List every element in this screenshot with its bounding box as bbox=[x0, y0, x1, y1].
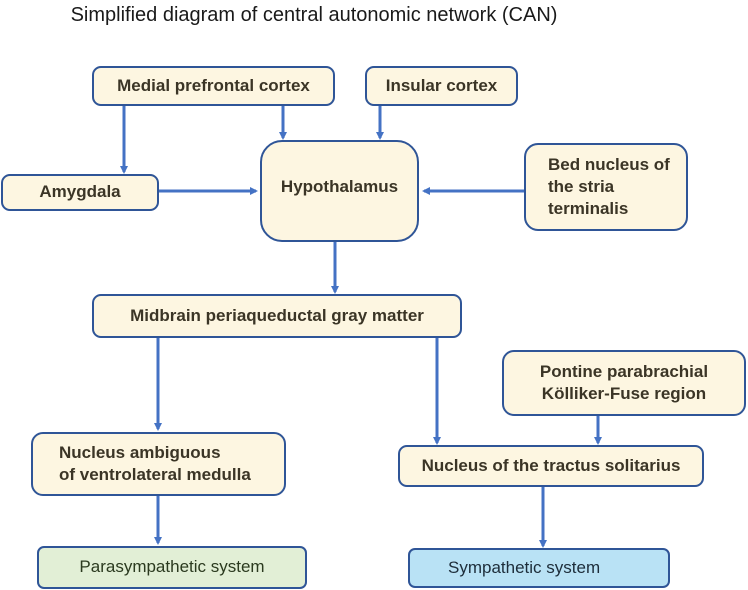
node-label: Nucleus ambiguous of ventrolateral medul… bbox=[59, 442, 251, 484]
node-insular-cortex: Insular cortex bbox=[365, 66, 518, 106]
node-bed-nucleus-stria-terminalis: Bed nucleus of the stria terminalis bbox=[524, 143, 688, 231]
node-medial-prefrontal-cortex: Medial prefrontal cortex bbox=[92, 66, 335, 106]
node-label: Sympathetic system bbox=[448, 557, 601, 577]
node-label: Nucleus of the tractus solitarius bbox=[421, 455, 681, 475]
node-nucleus-ambiguous: Nucleus ambiguous of ventrolateral medul… bbox=[31, 432, 286, 496]
node-label: Insular cortex bbox=[385, 75, 498, 95]
node-label: Bed nucleus of the stria terminalis bbox=[548, 154, 670, 219]
node-sympathetic-system: Sympathetic system bbox=[408, 548, 670, 588]
node-pontine-parabrachial-kolliker-fuse: Pontine parabrachial Kölliker-Fuse regio… bbox=[502, 350, 746, 416]
node-label: Amygdala bbox=[39, 182, 121, 202]
node-label: Parasympathetic system bbox=[79, 557, 265, 577]
node-midbrain-periaqueductal-gray: Midbrain periaqueductal gray matter bbox=[92, 294, 462, 338]
node-label: Medial prefrontal cortex bbox=[117, 75, 310, 95]
diagram-title: Simplified diagram of central autonomic … bbox=[0, 4, 748, 27]
node-amygdala: Amygdala bbox=[1, 174, 159, 211]
node-label: Pontine parabrachial Kölliker-Fuse regio… bbox=[539, 361, 709, 403]
node-nucleus-tractus-solitarius: Nucleus of the tractus solitarius bbox=[398, 445, 704, 487]
diagram-title-text: Simplified diagram of central autonomic … bbox=[70, 4, 558, 26]
node-hypothalamus: Hypothalamus bbox=[260, 140, 419, 242]
node-label: Hypothalamus bbox=[280, 177, 399, 196]
node-label: Midbrain periaqueductal gray matter bbox=[130, 305, 424, 325]
node-parasympathetic-system: Parasympathetic system bbox=[37, 546, 307, 589]
